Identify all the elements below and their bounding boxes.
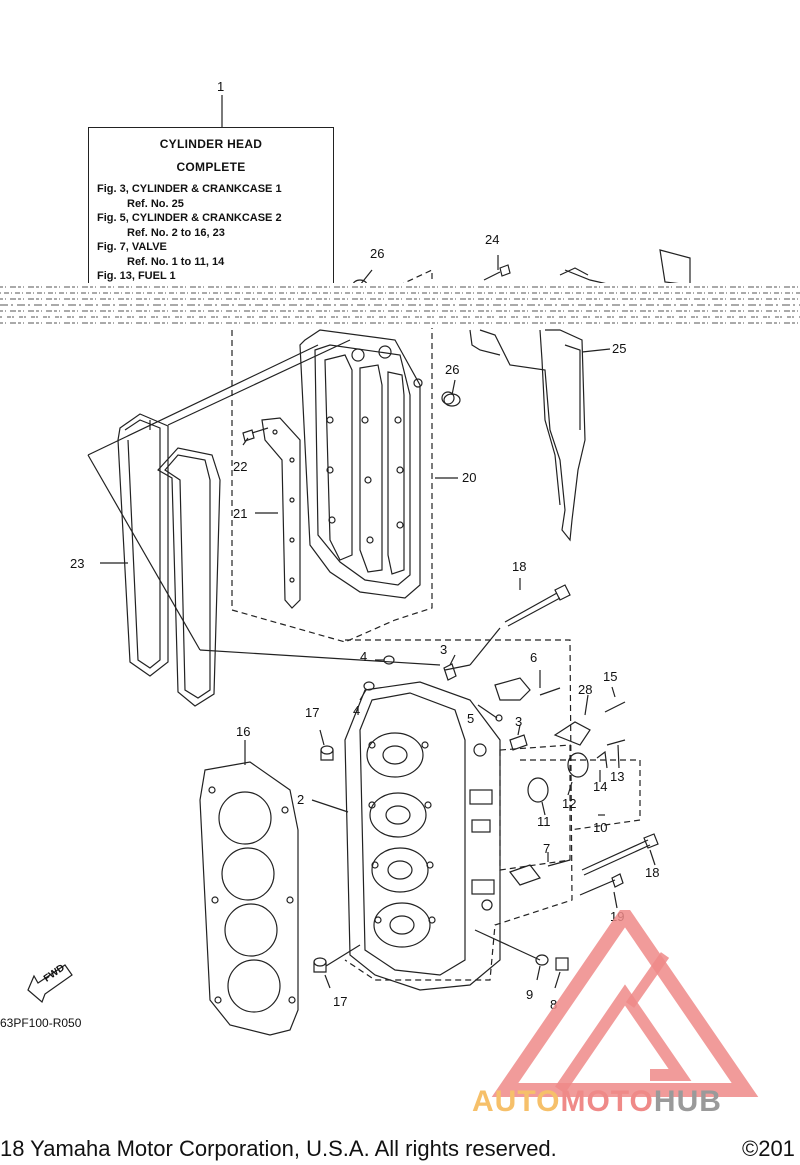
callout-15: 15 bbox=[603, 669, 618, 684]
callout-4-top: 4 bbox=[360, 649, 368, 664]
part-19-bolt bbox=[579, 873, 624, 909]
callout-10: 10 bbox=[593, 820, 608, 835]
callout-20: 20 bbox=[462, 470, 477, 485]
part-21-gasket bbox=[261, 417, 301, 609]
part-26-plug bbox=[441, 391, 461, 407]
copyright-text: 18 Yamaha Motor Corporation, U.S.A. All … bbox=[0, 1136, 557, 1161]
watermark-text: AUTOMOTOHUB bbox=[472, 1085, 722, 1119]
callout-24: 24 bbox=[485, 232, 500, 247]
reference-fig5: Fig. 5, CYLINDER & CRANKCASE 2 bbox=[97, 212, 282, 224]
part-11-oring bbox=[527, 777, 549, 816]
callout-18-top: 18 bbox=[512, 559, 527, 574]
part-25-bracket bbox=[469, 249, 691, 542]
callout-14: 14 bbox=[593, 779, 608, 794]
part-3-pin bbox=[443, 654, 528, 751]
watermark-part1: AUTO bbox=[472, 1085, 561, 1118]
watermark-logo bbox=[491, 910, 759, 1097]
part-13-bolt bbox=[606, 739, 626, 769]
callout-12: 12 bbox=[562, 796, 577, 811]
part-14-clip bbox=[596, 750, 608, 782]
part-17-dowel-bottom bbox=[313, 944, 361, 989]
part-9-washer bbox=[535, 954, 549, 981]
part-18-bolt-bottom bbox=[581, 833, 659, 876]
part-28-sensor bbox=[553, 694, 591, 746]
reference-box: CYLINDER HEAD COMPLETE Fig. 3, CYLINDER … bbox=[88, 127, 334, 287]
part-5-pin bbox=[477, 704, 503, 722]
callout-18-bottom: 18 bbox=[645, 865, 660, 880]
callout-25: 25 bbox=[612, 341, 627, 356]
callout-2: 2 bbox=[297, 792, 305, 807]
reference-title-1: CYLINDER HEAD bbox=[159, 137, 263, 151]
part-8-plug bbox=[554, 957, 569, 989]
part-23-seal bbox=[117, 413, 221, 707]
callout-17-top: 17 bbox=[305, 705, 320, 720]
callout-26: 26 bbox=[445, 362, 460, 377]
callout-11: 11 bbox=[537, 814, 551, 829]
callout-1: 1 bbox=[217, 79, 225, 94]
reference-fig13: Fig. 13, FUEL 1 bbox=[97, 270, 176, 282]
part-12-housing bbox=[567, 752, 589, 796]
part-15-bolt bbox=[604, 686, 626, 713]
callout-22: 22 bbox=[233, 459, 248, 474]
callout-3-top: 3 bbox=[440, 642, 448, 657]
watermark-part2: MOTO bbox=[560, 1085, 654, 1118]
callout-9: 9 bbox=[526, 987, 534, 1002]
part-code: 63PF100-R050 bbox=[0, 1016, 82, 1030]
callout-16: 16 bbox=[236, 724, 251, 739]
callout-28: 28 bbox=[578, 682, 593, 697]
reference-fig5-ref: Ref. No. 2 to 16, 23 bbox=[127, 226, 225, 239]
callout-6: 6 bbox=[530, 650, 538, 665]
part-17-dowel-top bbox=[319, 729, 334, 761]
part-7-bolt bbox=[509, 852, 571, 886]
callout-23: 23 bbox=[70, 556, 85, 571]
part-16-head-gasket bbox=[199, 740, 299, 1036]
callout-21: 21 bbox=[233, 506, 248, 521]
part-18-bolt-top bbox=[444, 578, 571, 671]
part-24-bolt bbox=[483, 264, 511, 281]
reference-fig7: Fig. 7, VALVE bbox=[97, 241, 167, 253]
callout-26-top: 26 bbox=[370, 246, 385, 261]
callout-5: 5 bbox=[467, 711, 475, 726]
reference-fig3-ref: Ref. No. 25 bbox=[127, 197, 184, 210]
part-20-head-cover bbox=[299, 329, 423, 599]
callout-17-bottom: 17 bbox=[333, 994, 348, 1009]
callout-13: 13 bbox=[610, 769, 625, 784]
callout-3-bottom: 3 bbox=[515, 714, 523, 729]
part-4-nut bbox=[359, 655, 395, 701]
part-2-cylinder-head bbox=[344, 681, 501, 991]
copyright-right: ©201 bbox=[742, 1136, 795, 1161]
callout-8: 8 bbox=[550, 997, 558, 1012]
watermark-part3: HUB bbox=[653, 1085, 722, 1118]
callout-7: 7 bbox=[543, 841, 551, 856]
part-22-bolt bbox=[242, 427, 269, 442]
fwd-arrow bbox=[27, 964, 73, 1004]
callout-4-bottom: 4 bbox=[353, 703, 361, 718]
reference-fig7-ref: Ref. No. 1 to 11, 14 bbox=[127, 255, 225, 268]
scan-artifact-band bbox=[0, 283, 800, 328]
reference-fig3: Fig. 3, CYLINDER & CRANKCASE 1 bbox=[97, 183, 282, 195]
reference-title-2: COMPLETE bbox=[176, 160, 246, 174]
part-6-clamp bbox=[494, 670, 561, 701]
